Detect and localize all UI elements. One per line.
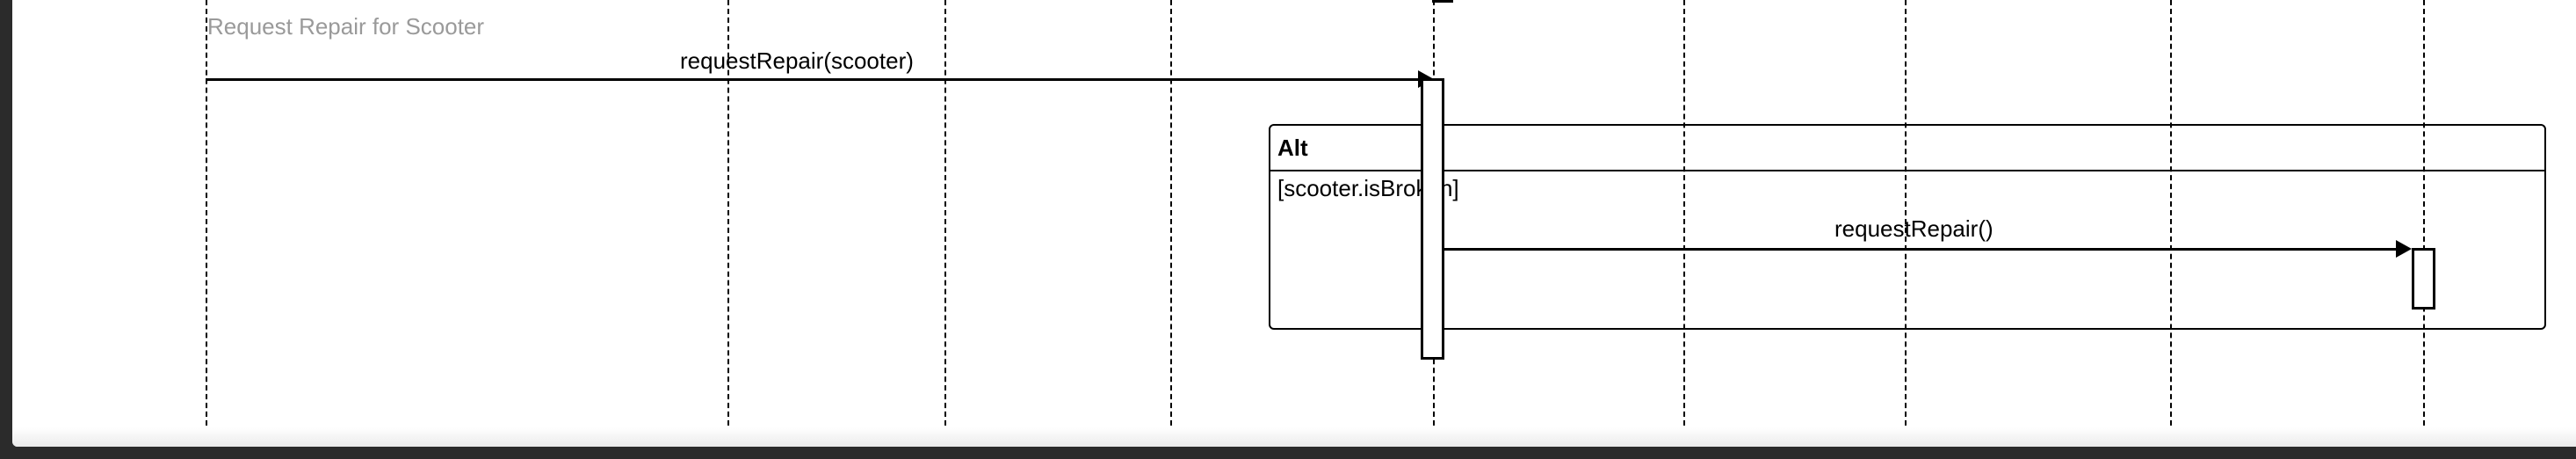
activation-stub-top: [1432, 0, 1453, 3]
fragment-header: Alt: [1270, 126, 2544, 171]
message-label-request-repair: requestRepair(): [1834, 215, 1994, 242]
arrowhead-icon: [2396, 240, 2412, 258]
message-label-request-repair-scooter: requestRepair(scooter): [680, 47, 914, 74]
lifeline-6: [1683, 0, 1685, 426]
lifeline-8: [2170, 0, 2172, 426]
lifeline-4: [1170, 0, 1172, 426]
canvas-bottom-edge: [12, 427, 2576, 447]
message-arrow-request-repair-scooter: [206, 78, 1427, 81]
lifeline-2: [727, 0, 729, 426]
frame-label: Request Repair for Scooter: [207, 13, 485, 40]
lifeline-1: [206, 0, 207, 426]
message-arrow-request-repair: [1444, 248, 2402, 251]
activation-bar-main: [1421, 78, 1444, 360]
sequence-diagram-canvas: Request Repair for Scooter requestRepair…: [12, 0, 2576, 447]
lifeline-7: [1905, 0, 1907, 426]
fragment-operator: Alt: [1277, 135, 1308, 161]
lifeline-9: [2423, 0, 2425, 426]
lifeline-3: [944, 0, 946, 426]
activation-bar-repair: [2412, 248, 2435, 310]
